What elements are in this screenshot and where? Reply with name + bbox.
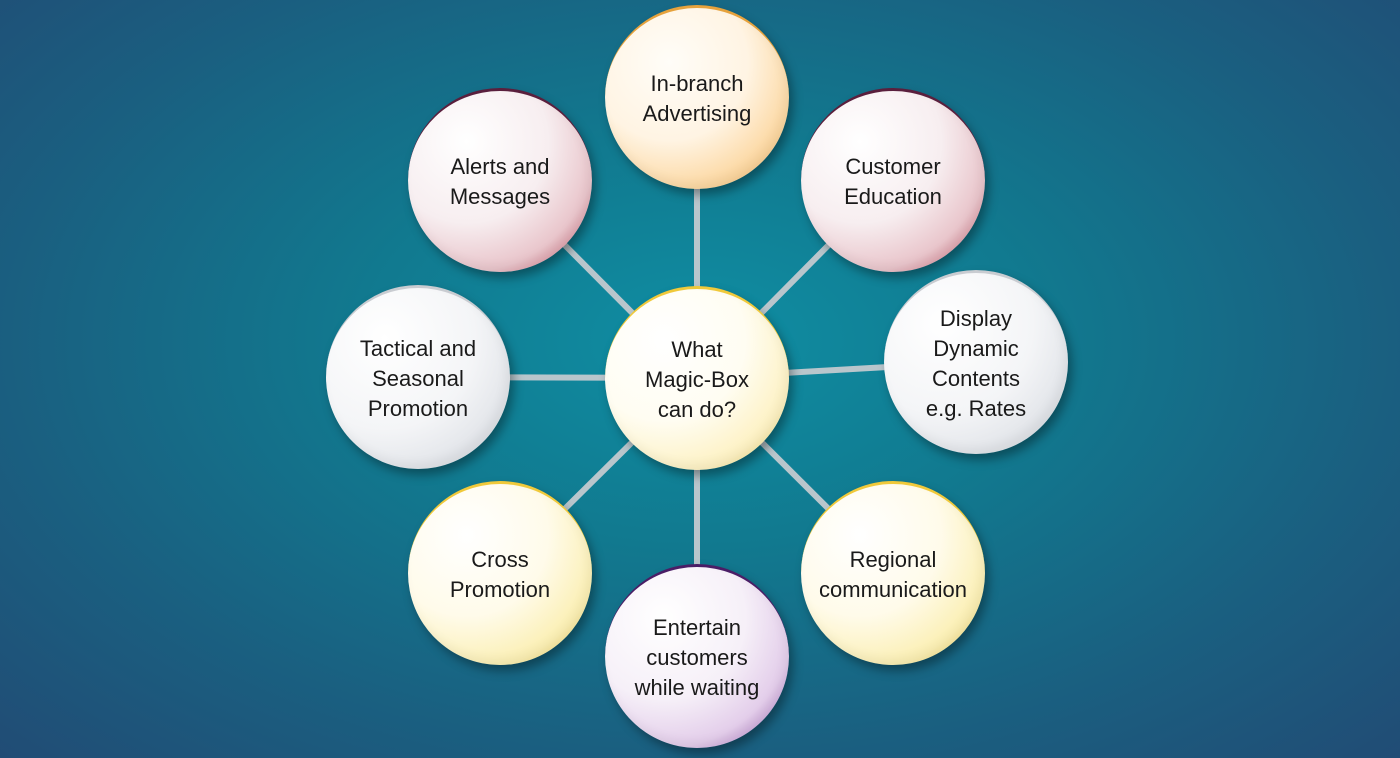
node-entertain-customers: Entertain customers while waiting	[605, 564, 789, 748]
node-display-dynamic-contents: Display Dynamic Contents e.g. Rates	[884, 270, 1068, 454]
node-alerts-messages: Alerts and Messages	[408, 88, 592, 272]
node-customer-education-label: Customer Education	[844, 153, 942, 209]
node-tactical-seasonal-promotion: Tactical and Seasonal Promotion	[326, 285, 510, 469]
node-in-branch-advertising-label: In-branch Advertising	[642, 70, 752, 126]
node-entertain-customers-label: Entertain customers while waiting	[634, 614, 760, 700]
node-cross-promotion: Cross Promotion	[408, 481, 592, 665]
node-tactical-seasonal-promotion-label: Tactical and Seasonal Promotion	[359, 335, 477, 421]
node-cross-promotion-label: Cross Promotion	[449, 546, 551, 602]
center-node: What Magic-Box can do?	[605, 286, 789, 470]
node-display-dynamic-contents-label: Display Dynamic Contents e.g. Rates	[925, 305, 1027, 421]
node-in-branch-advertising: In-branch Advertising	[605, 5, 789, 189]
node-customer-education: Customer Education	[801, 88, 985, 272]
node-regional-communication-label: Regional communication	[819, 546, 967, 602]
node-regional-communication: Regional communication	[801, 481, 985, 665]
center-node-label: What Magic-Box can do?	[645, 336, 749, 422]
node-alerts-messages-label: Alerts and Messages	[449, 153, 551, 209]
